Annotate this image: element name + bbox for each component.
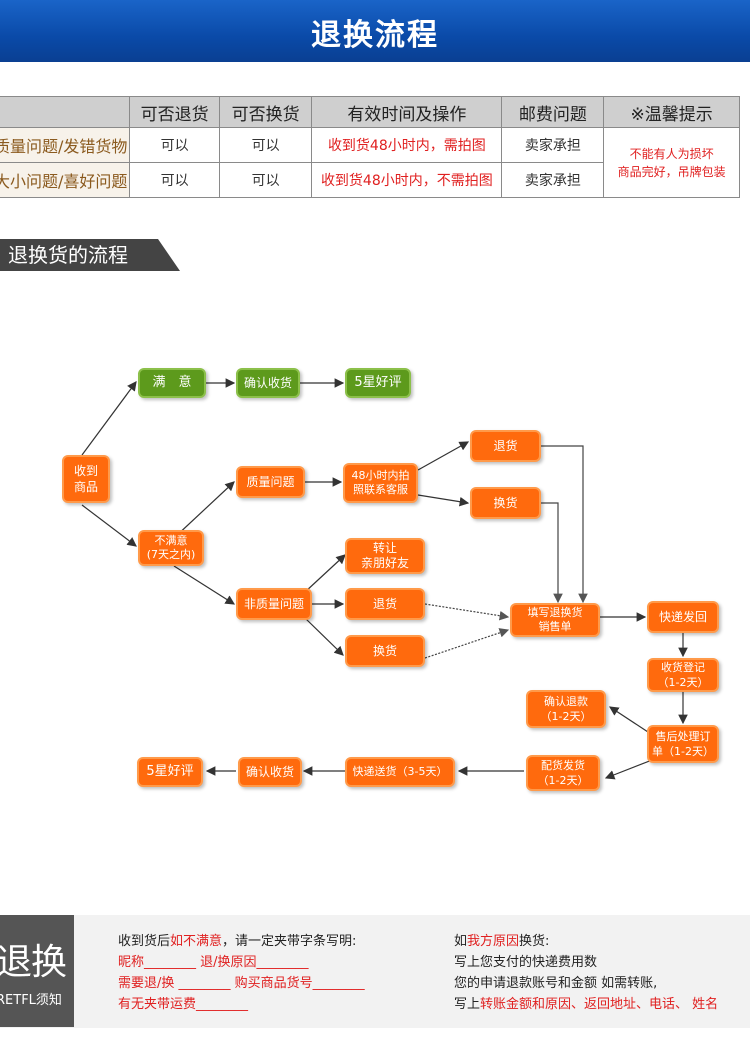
table-header — [0, 96, 131, 128]
node-exchange-top: 换货 — [470, 487, 541, 519]
table-cell-postage: 卖家承担 — [501, 127, 605, 163]
footer-left-line3: 需要退/换 ________ 购买商品货号________ — [118, 976, 365, 991]
arrow — [604, 759, 653, 780]
table-cell-time: 收到货48小时内，需拍图 — [311, 127, 503, 163]
logo-text: 退换 — [0, 942, 67, 983]
table-cell-time: 收到货48小时内，不需拍图 — [311, 162, 503, 198]
footer-right-line3: 您的申请退款账号和金额 如需转账, — [454, 976, 658, 991]
tip-line: 商品完好，吊牌包装 — [617, 164, 726, 179]
footer-logo: 退换 RETFL须知 — [0, 915, 74, 1027]
table-cell-return: 可以 — [129, 162, 220, 198]
node-confirm-receipt-bottom: 确认收货 — [238, 757, 302, 787]
text-highlight: 我方原因 — [467, 934, 520, 949]
table-cell-tip: 不能有人为损坏 商品完好，吊牌包装 — [603, 127, 740, 198]
text: 写上 — [454, 997, 481, 1012]
table-header: 可否退货 — [129, 96, 220, 128]
text: 收到货后 — [118, 934, 171, 949]
arrow — [81, 504, 137, 547]
logo-subtext: RETFL须知 — [0, 993, 62, 1008]
arrow — [541, 502, 563, 604]
footer-right-line1: 如我方原因换货: — [454, 931, 549, 952]
node-ship-goods: 配货发货 （1-2天） — [526, 755, 600, 791]
arrow — [173, 481, 235, 539]
node-unsatisfied: 不满意 (7天之内) — [138, 530, 204, 566]
footer-left-line1: 收到货后如不满意，请一定夹带字条写明: — [118, 931, 356, 952]
node-satisfied: 满 意 — [138, 368, 206, 398]
arrow — [424, 603, 510, 621]
table-header: 邮费问题 — [501, 96, 605, 128]
arrow — [541, 445, 588, 604]
text: 如 — [454, 934, 468, 949]
text-highlight: 转账金额和原因、返回地址、电话、 姓名 — [480, 997, 719, 1012]
node-exchange-mid: 换货 — [345, 635, 425, 667]
footer-left-line4: 有无夹带运费________ — [118, 997, 249, 1012]
text-highlight: 如不满意 — [170, 934, 223, 949]
table-header: 有效时间及操作 — [311, 96, 503, 128]
return-policy-table: 可否退货 可否换货 有效时间及操作 邮费问题 ※温馨提示 质量问题/发错货物 可… — [0, 96, 740, 198]
footer-right-line2: 写上您支付的快递费用数 — [454, 955, 598, 970]
table-row: 质量问题/发错货物 可以 可以 收到货48小时内，需拍图 卖家承担 不能有人为损… — [0, 127, 740, 198]
section-title: 退换货的流程 — [0, 239, 180, 271]
node-express-return: 快递发回 — [647, 601, 719, 633]
page-banner: 退换流程 — [0, 0, 750, 62]
flow-arrows — [81, 378, 688, 780]
footer-notice: 退换 RETFL须知 收到货后如不满意，请一定夹带字条写明: 昵称_______… — [0, 915, 750, 1028]
table-cell-exchange: 可以 — [218, 162, 313, 198]
table-cell-issue: 质量问题/发错货物 — [0, 127, 131, 163]
node-receipt-register: 收货登记 （1-2天） — [647, 658, 719, 692]
arrow — [417, 441, 470, 471]
table-header-row: 可否退货 可否换货 有效时间及操作 邮费问题 ※温馨提示 — [0, 96, 740, 128]
node-confirm-receipt-top: 确认收货 — [236, 368, 300, 398]
node-quality-issue: 质量问题 — [236, 466, 305, 498]
text: 换货: — [519, 934, 550, 949]
node-transfer: 转让 亲朋好友 — [345, 538, 425, 574]
tip-line: 不能有人为损坏 — [629, 146, 714, 161]
arrow — [173, 565, 236, 605]
table-header: 可否换货 — [218, 96, 313, 128]
table-cell-postage: 卖家承担 — [501, 162, 605, 198]
node-express-delivery: 快递送货（3-5天） — [345, 757, 455, 787]
node-five-star-bottom: 5星好评 — [137, 757, 203, 787]
table-cell-issue: 大小问题/喜好问题 — [0, 162, 131, 198]
arrow — [417, 494, 470, 507]
table-cell-exchange: 可以 — [218, 127, 313, 163]
node-five-star-top: 5星好评 — [345, 368, 411, 398]
arrow — [304, 617, 344, 656]
footer-left-line2: 昵称________ 退/换原因________ — [118, 955, 309, 970]
table-cell-return: 可以 — [129, 127, 220, 163]
node-fill-form: 填写退换货 销售单 — [510, 603, 600, 637]
arrow — [424, 628, 510, 659]
node-received: 收到 商品 — [62, 455, 110, 503]
text: ，请一定夹带字条写明: — [222, 934, 357, 949]
arrow — [81, 381, 137, 456]
node-contact-cs: 48小时内拍 照联系客服 — [343, 463, 418, 503]
footer-right-line4: 写上转账金额和原因、返回地址、电话、 姓名 — [454, 994, 718, 1015]
node-confirm-refund: 确认退款 （1-2天） — [526, 690, 606, 728]
node-return-top: 退货 — [470, 430, 541, 462]
page-title: 退换流程 — [311, 18, 439, 53]
arrow — [304, 554, 346, 593]
table-row: 大小问题/喜好问题 可以 可以 收到货48小时内，不需拍图 卖家承担 — [0, 162, 740, 198]
arrow — [608, 706, 649, 733]
node-non-quality-issue: 非质量问题 — [236, 588, 312, 620]
table-header: ※温馨提示 — [603, 96, 740, 128]
node-after-sales: 售后处理订 单（1-2天） — [647, 725, 719, 763]
node-return-mid: 退货 — [345, 588, 425, 620]
